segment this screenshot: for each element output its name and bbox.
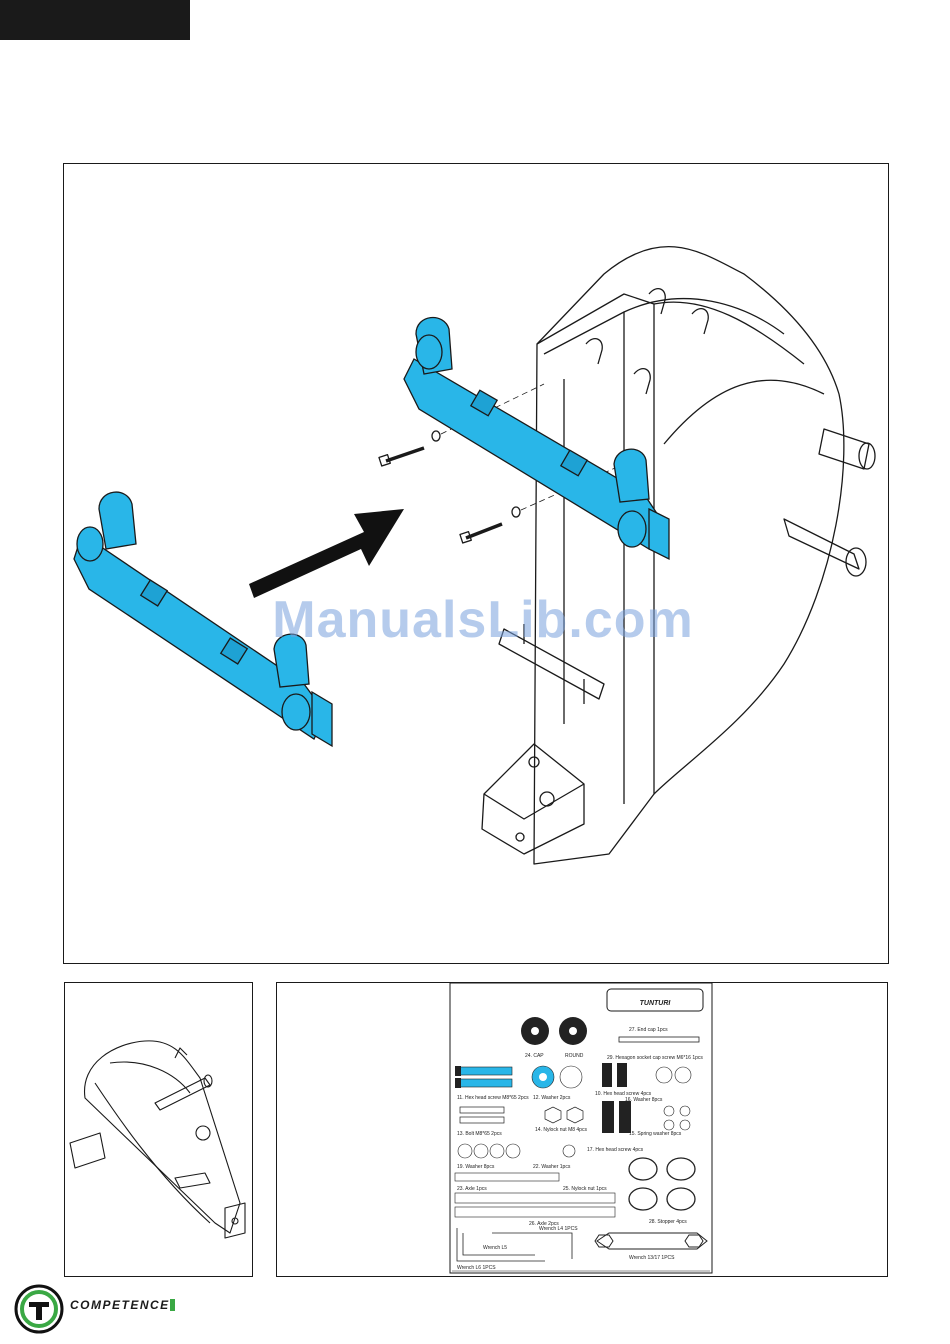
part-label-round: ROUND	[565, 1053, 584, 1059]
hex-screws-17-icon	[602, 1101, 631, 1133]
brand-accent-bar	[170, 1299, 175, 1311]
part-label-hex-screw-10: 10. Hex head screw 4pcs	[595, 1091, 652, 1097]
frame-housing	[536, 246, 845, 795]
washer-icon	[559, 1065, 583, 1089]
part-label-wrench-13-17: Wrench 13/17 1PCS	[629, 1255, 675, 1261]
washer-22-icon	[562, 1144, 576, 1158]
tunturi-logo-box	[606, 988, 704, 1012]
base-foot	[481, 743, 585, 855]
frame-column	[533, 293, 655, 865]
part-label-nylock-25: 25. Nylock nut 1pcs	[563, 1186, 607, 1192]
washers-16-icon	[655, 1066, 692, 1084]
bolt-upper	[378, 430, 441, 467]
bolt-13-icon	[459, 1106, 505, 1124]
part-label-washer-19: 19. Washer 8pcs	[457, 1164, 495, 1170]
end-cap-bar-icon	[618, 1036, 700, 1043]
nylock-nuts-icon	[544, 1106, 584, 1124]
rower-overview-illustration	[64, 982, 253, 1277]
open-wrench-icon	[594, 1232, 708, 1250]
assembly-drawing	[73, 246, 876, 865]
hex-screws-10-icon	[602, 1063, 627, 1087]
axle-26b-icon	[454, 1206, 616, 1218]
part-label-washer-22: 22. Washer 1pcs	[533, 1164, 571, 1170]
tunturi-t-logo-icon	[14, 1284, 64, 1334]
direction-arrow	[249, 509, 404, 598]
crossbar-loose	[73, 491, 333, 748]
part-label-washer-16: 16. Washer 8pcs	[625, 1097, 663, 1103]
part-label-axle-26: 26. Axle 2pcs	[529, 1221, 559, 1227]
part-label-spring-washer: 15. Spring washer 8pcs	[629, 1131, 682, 1137]
part-label-washer-12: 12. Washer 2pcs	[533, 1095, 571, 1101]
step-header-tab	[0, 0, 190, 40]
hardware-pack-drawing: TUNTURI 24. CAP ROUND 27. End cap 1pcs 2…	[449, 983, 713, 1274]
main-assembly-illustration	[63, 163, 889, 964]
spring-washers-icon	[663, 1105, 691, 1131]
allen-wrenches-icon	[456, 1228, 573, 1262]
part-label-stopper: 28. Stopper 4pcs	[649, 1219, 687, 1225]
part-label-hex-screw-17: 17. Hex head screw 4pcs	[587, 1147, 644, 1153]
watermark-text: ManualsLib.com	[272, 591, 694, 649]
stoppers-icon	[628, 1157, 696, 1211]
part-label-nylock-14: 14. Nylock nut M8 4pcs	[535, 1127, 587, 1133]
washers-19-icon	[457, 1143, 521, 1159]
part-label-bolt-13: 13. Bolt M8*65 2pcs	[457, 1131, 502, 1137]
end-caps-icon	[521, 1017, 587, 1045]
long-screws-icon	[455, 1066, 513, 1088]
part-label-endcap: 27. End cap 1pcs	[629, 1027, 668, 1033]
tunturi-logo-text: TUNTURI	[640, 1000, 672, 1007]
brand-name: COMPETENCE	[70, 1298, 170, 1312]
part-label-hex-screw-11: 11. Hex head screw M8*65 2pcs	[457, 1095, 529, 1101]
part-label-wrench-l4: Wrench L4 1PCS	[539, 1226, 578, 1232]
part-label-cap: 24. CAP	[525, 1053, 544, 1059]
part-label-hexagon: 29. Hexagon socket cap screw M6*16 1pcs	[607, 1055, 703, 1061]
part-label-wrench-l6: Wrench L6 1PCS	[457, 1265, 496, 1271]
part-label-wrench-l5: Wrench L5	[483, 1245, 507, 1251]
rower-overview-drawing	[69, 1040, 246, 1239]
bracket-plate	[498, 628, 605, 700]
part-label-axle-23: 23. Axle 1pcs	[457, 1186, 487, 1192]
axle-26a-icon	[454, 1192, 616, 1204]
bolt-lower	[459, 506, 521, 544]
crossbar-installed	[403, 316, 670, 561]
axle-23-icon	[454, 1172, 560, 1182]
hardware-pack-card: TUNTURI 24. CAP ROUND 27. End cap 1pcs 2…	[276, 982, 888, 1277]
